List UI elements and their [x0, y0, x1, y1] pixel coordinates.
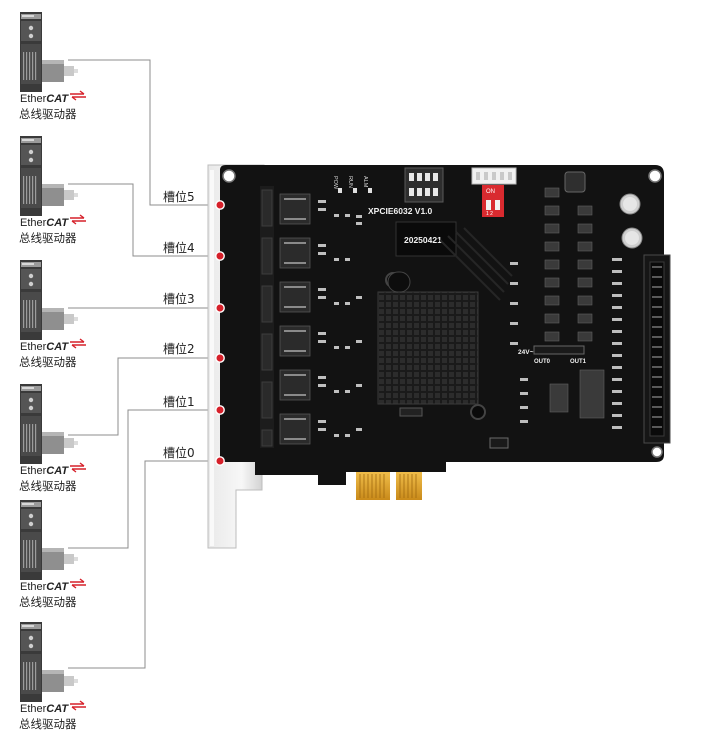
driver-2-brand-suffix: CAT [46, 217, 69, 229]
led-pow-label: POW [332, 176, 338, 190]
rj45-ports [260, 186, 274, 448]
status-leds [338, 188, 372, 193]
driver-6-brand-suffix: CAT [46, 703, 69, 715]
slot-0-label: 槽位0 [163, 446, 195, 460]
leader-lines [68, 59, 218, 669]
driver-5-brand-prefix: Ether [20, 581, 47, 593]
driver-5-brand: EtherCAT [20, 581, 68, 593]
leader-line-slot0 [68, 460, 218, 669]
ethernet-transformers [279, 193, 311, 445]
io-resistors [510, 258, 622, 429]
driver-2-brand: EtherCAT [20, 217, 68, 229]
leader-line-slot5 [68, 59, 218, 206]
leader-line-slot2 [68, 357, 218, 436]
dip-switch-black [404, 167, 444, 203]
board-model-label: XPCIE6032 V1.0 [368, 206, 433, 216]
driver-2-brand-prefix: Ether [20, 217, 47, 229]
pcie-board: POW RUN ALM ON [220, 165, 671, 500]
slot-5-label: 槽位5 [163, 190, 195, 204]
heatsink [377, 271, 479, 405]
slot-3-dot [215, 303, 225, 313]
dip-switch-red [482, 185, 504, 217]
smd-components [318, 200, 362, 437]
slot-4-label: 槽位4 [163, 241, 195, 255]
driver-3-caption: 总线驱动器 [19, 355, 77, 369]
driver-3-icon [20, 260, 78, 340]
pin-header-small [399, 407, 423, 417]
slot-2-dot [215, 353, 225, 363]
slot-3-label: 槽位3 [163, 292, 195, 306]
led-alm-label: ALM [362, 176, 368, 188]
driver-6-brand-prefix: Ether [20, 703, 47, 715]
idc-header-connector [643, 254, 671, 444]
driver-4-brand-suffix: CAT [46, 465, 69, 477]
driver-6-icon [20, 622, 78, 702]
driver-4-caption: 总线驱动器 [19, 479, 77, 493]
driver-5-icon [20, 500, 78, 580]
driver-6-brand: EtherCAT [20, 703, 68, 715]
date-label-plate [395, 221, 457, 257]
led-run-label: RUN [347, 176, 353, 188]
pcb-traces [439, 227, 513, 301]
io-chips [544, 187, 605, 419]
io-voltage-label: 24V~5V [518, 349, 542, 356]
driver-1-brand: EtherCAT [20, 93, 68, 105]
slot-0-dot [215, 456, 225, 466]
driver-5-brand-suffix: CAT [46, 581, 69, 593]
ethercat-arrows [70, 90, 86, 711]
driver-1-brand-suffix: CAT [46, 93, 69, 105]
dip-number-label: 1 2 [486, 211, 493, 217]
leader-line-slot1 [68, 409, 218, 549]
date-label: 20250421 [404, 235, 442, 245]
driver-3-brand: EtherCAT [20, 341, 68, 353]
driver-4-icon [20, 384, 78, 464]
driver-2-caption: 总线驱动器 [19, 231, 77, 245]
driver-3-brand-suffix: CAT [46, 341, 69, 353]
driver-5-caption: 总线驱动器 [19, 595, 77, 609]
out0-label: OUT0 [534, 359, 551, 365]
slot-markers [215, 200, 225, 466]
driver-1-icon [20, 12, 78, 92]
driver-1-caption: 总线驱动器 [19, 107, 77, 121]
gold-edge-connector [356, 472, 422, 500]
leader-line-slot4 [68, 183, 218, 257]
dip-on-label: ON [486, 189, 495, 195]
out1-label: OUT1 [570, 359, 587, 365]
slot-1-dot [215, 405, 225, 415]
inductor [564, 171, 586, 193]
slot-1-label: 槽位1 [163, 395, 195, 409]
driver-2-icon [20, 136, 78, 216]
slot-2-label: 槽位2 [163, 342, 195, 356]
driver-6-caption: 总线驱动器 [19, 717, 77, 731]
driver-4-brand: EtherCAT [20, 465, 68, 477]
slot-4-dot [215, 251, 225, 261]
driver-4-brand-prefix: Ether [20, 465, 47, 477]
slot-5-dot [215, 200, 225, 210]
driver-1-brand-prefix: Ether [20, 93, 47, 105]
driver-3-brand-prefix: Ether [20, 341, 47, 353]
